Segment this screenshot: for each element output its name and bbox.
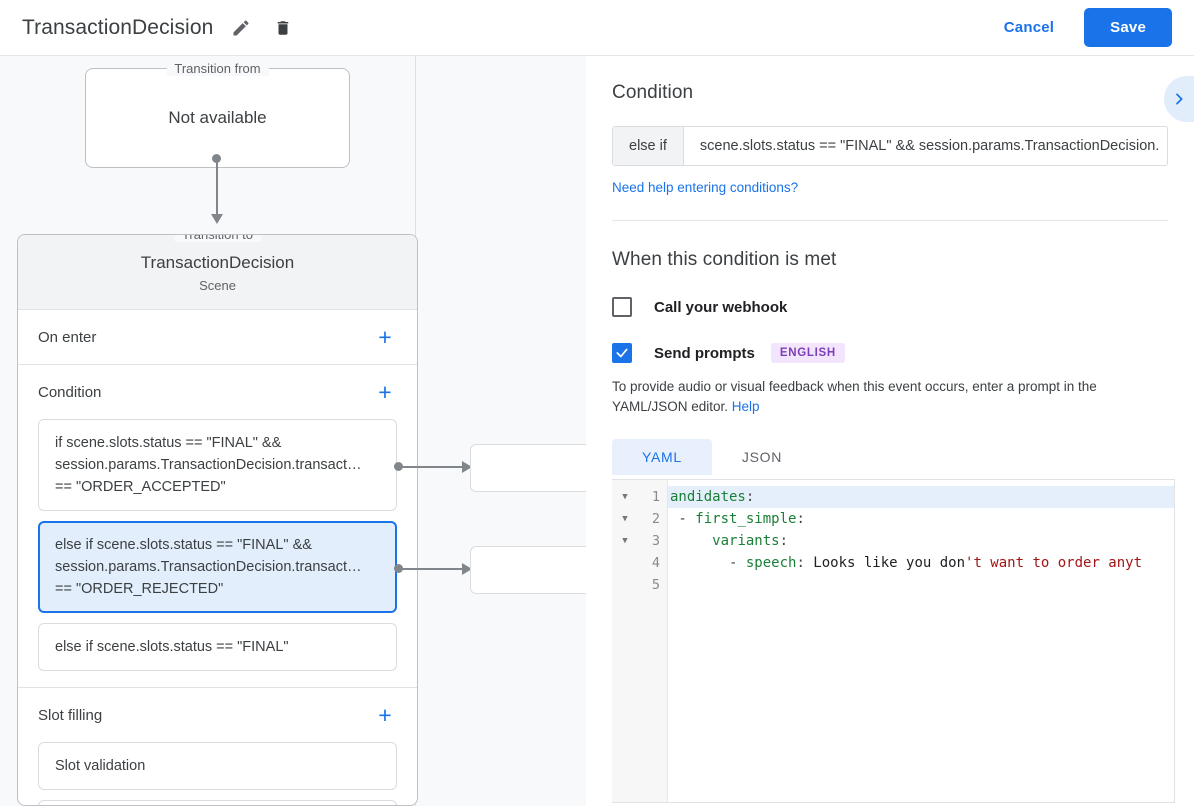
code-token: - <box>670 511 696 527</box>
editor-gutter-row: 4 <box>612 552 667 574</box>
section-title: Slot filling <box>38 706 103 724</box>
condition-item-selected[interactable]: else if scene.slots.status == "FINAL" &&… <box>38 521 397 613</box>
connector-arrow-down <box>211 214 223 224</box>
code-token: speech <box>745 555 797 571</box>
when-condition-met-heading: When this condition is met <box>612 249 837 270</box>
chevron-right-icon[interactable] <box>1164 76 1194 122</box>
editor-line-number: 5 <box>651 577 660 593</box>
editor-gutter-row: ▼2 <box>612 508 667 530</box>
target-node-placeholder[interactable] <box>470 444 586 492</box>
code-token: : <box>745 489 755 505</box>
code-token: : <box>796 555 814 571</box>
editor-code-line[interactable]: variants: <box>668 530 1174 552</box>
send-prompts-label: Send prompts <box>654 344 755 362</box>
scene-graph-panel: Transition from Not available Transition… <box>0 56 586 806</box>
detail-heading: Condition <box>612 82 694 103</box>
condition-prefix-label: else if <box>613 127 684 165</box>
section-on-enter: On enter + <box>18 310 417 365</box>
connector-line-horizontal <box>398 466 476 468</box>
code-token <box>670 533 712 549</box>
send-prompts-row[interactable]: Send prompts ENGLISH <box>612 343 1168 363</box>
condition-help-link[interactable]: Need help entering conditions? <box>612 180 799 195</box>
prompts-help-link[interactable]: Help <box>731 399 760 414</box>
editor-code-area[interactable]: andidates: - first_simple: variants: - s… <box>668 480 1174 802</box>
editor-code-line[interactable]: - speech: Looks like you don't want to o… <box>668 552 1174 574</box>
editor-line-number: 4 <box>651 555 660 571</box>
connector-line-vertical <box>216 158 218 218</box>
editor-code-line[interactable]: andidates: <box>668 486 1174 508</box>
editor-code-line[interactable]: - first_simple: <box>668 508 1174 530</box>
connector-line-horizontal <box>398 568 476 570</box>
app-toolbar: TransactionDecision Cancel Save <box>0 0 1194 56</box>
cancel-button[interactable]: Cancel <box>988 10 1070 45</box>
webhook-row[interactable]: Call your webhook <box>612 297 1168 317</box>
editor-gutter-row: 5 <box>612 574 667 596</box>
target-node-placeholder[interactable] <box>470 546 586 594</box>
editor-gutter-row: ▼1 <box>612 486 667 508</box>
slot-filling-item[interactable]: Slot validation <box>38 742 397 790</box>
when-condition-met-section: When this condition is met Call your web… <box>586 249 1194 475</box>
save-button[interactable]: Save <box>1084 8 1172 47</box>
transition-to-card[interactable]: Transition to TransactionDecision Scene … <box>17 234 418 806</box>
prompts-description: To provide audio or visual feedback when… <box>612 377 1168 417</box>
code-token: first_simple <box>695 511 797 527</box>
scene-card-header: TransactionDecision Scene <box>18 235 417 310</box>
editor-line-number: 1 <box>651 489 660 505</box>
slot-filling-item-partial[interactable] <box>38 800 397 805</box>
editor-code-line[interactable] <box>668 574 1174 596</box>
fold-arrow-icon[interactable]: ▼ <box>622 492 628 502</box>
editor-format-tabs: YAML JSON <box>612 439 1168 475</box>
transition-from-card[interactable]: Transition from Not available <box>85 61 350 168</box>
condition-expression-input[interactable]: scene.slots.status == "FINAL" && session… <box>699 138 1160 154</box>
code-token: 't want to order anyt <box>965 555 1143 571</box>
condition-item[interactable]: if scene.slots.status == "FINAL" && sess… <box>38 419 397 511</box>
code-token: Looks like you don <box>813 555 966 571</box>
scene-title: TransactionDecision <box>140 253 295 272</box>
pencil-icon[interactable] <box>227 14 255 42</box>
code-token: andidates <box>670 489 746 505</box>
prompts-description-text: To provide audio or visual feedback when… <box>612 379 1097 414</box>
transition-to-legend: Transition to <box>173 235 262 242</box>
call-webhook-checkbox[interactable] <box>612 297 632 317</box>
detail-header: Condition else if scene.slots.status == … <box>586 56 1194 221</box>
condition-item[interactable]: else if scene.slots.status == "FINAL" <box>38 623 397 671</box>
fold-arrow-icon[interactable]: ▼ <box>622 536 628 546</box>
transition-from-legend: Transition from <box>166 61 269 76</box>
code-token: : <box>779 533 789 549</box>
trash-icon[interactable] <box>269 14 297 42</box>
send-prompts-checkbox[interactable] <box>612 343 632 363</box>
section-title: Condition <box>38 383 102 401</box>
section-condition: Condition + if scene.slots.status == "FI… <box>18 365 417 688</box>
add-slot-filling-button[interactable]: + <box>378 701 392 728</box>
page-title: TransactionDecision <box>22 15 214 39</box>
tab-yaml[interactable]: YAML <box>612 439 712 475</box>
tab-json[interactable]: JSON <box>741 449 783 465</box>
condition-detail-panel: Condition else if scene.slots.status == … <box>586 56 1194 806</box>
editor-line-number: 3 <box>651 533 660 549</box>
fold-arrow-icon[interactable]: ▼ <box>622 514 628 524</box>
editor-gutter-row: ▼3 <box>612 530 667 552</box>
code-token: : <box>796 511 805 527</box>
code-token: - <box>670 555 746 571</box>
section-slot-filling: Slot filling + Slot validation <box>18 688 417 805</box>
add-condition-button[interactable]: + <box>378 378 392 405</box>
editor-line-number: 2 <box>651 511 660 527</box>
call-webhook-label: Call your webhook <box>654 298 788 316</box>
transition-from-value: Not available <box>168 108 267 127</box>
connector-arrow-right <box>462 563 472 575</box>
code-token: variants <box>712 533 780 549</box>
language-badge: ENGLISH <box>770 343 845 363</box>
scene-subtitle: Scene <box>199 278 236 293</box>
connector-arrow-right <box>462 461 472 473</box>
condition-input-row[interactable]: else if scene.slots.status == "FINAL" &&… <box>612 126 1168 166</box>
add-on-enter-button[interactable]: + <box>378 323 392 350</box>
section-divider <box>612 220 1168 221</box>
section-title: On enter <box>38 328 97 346</box>
